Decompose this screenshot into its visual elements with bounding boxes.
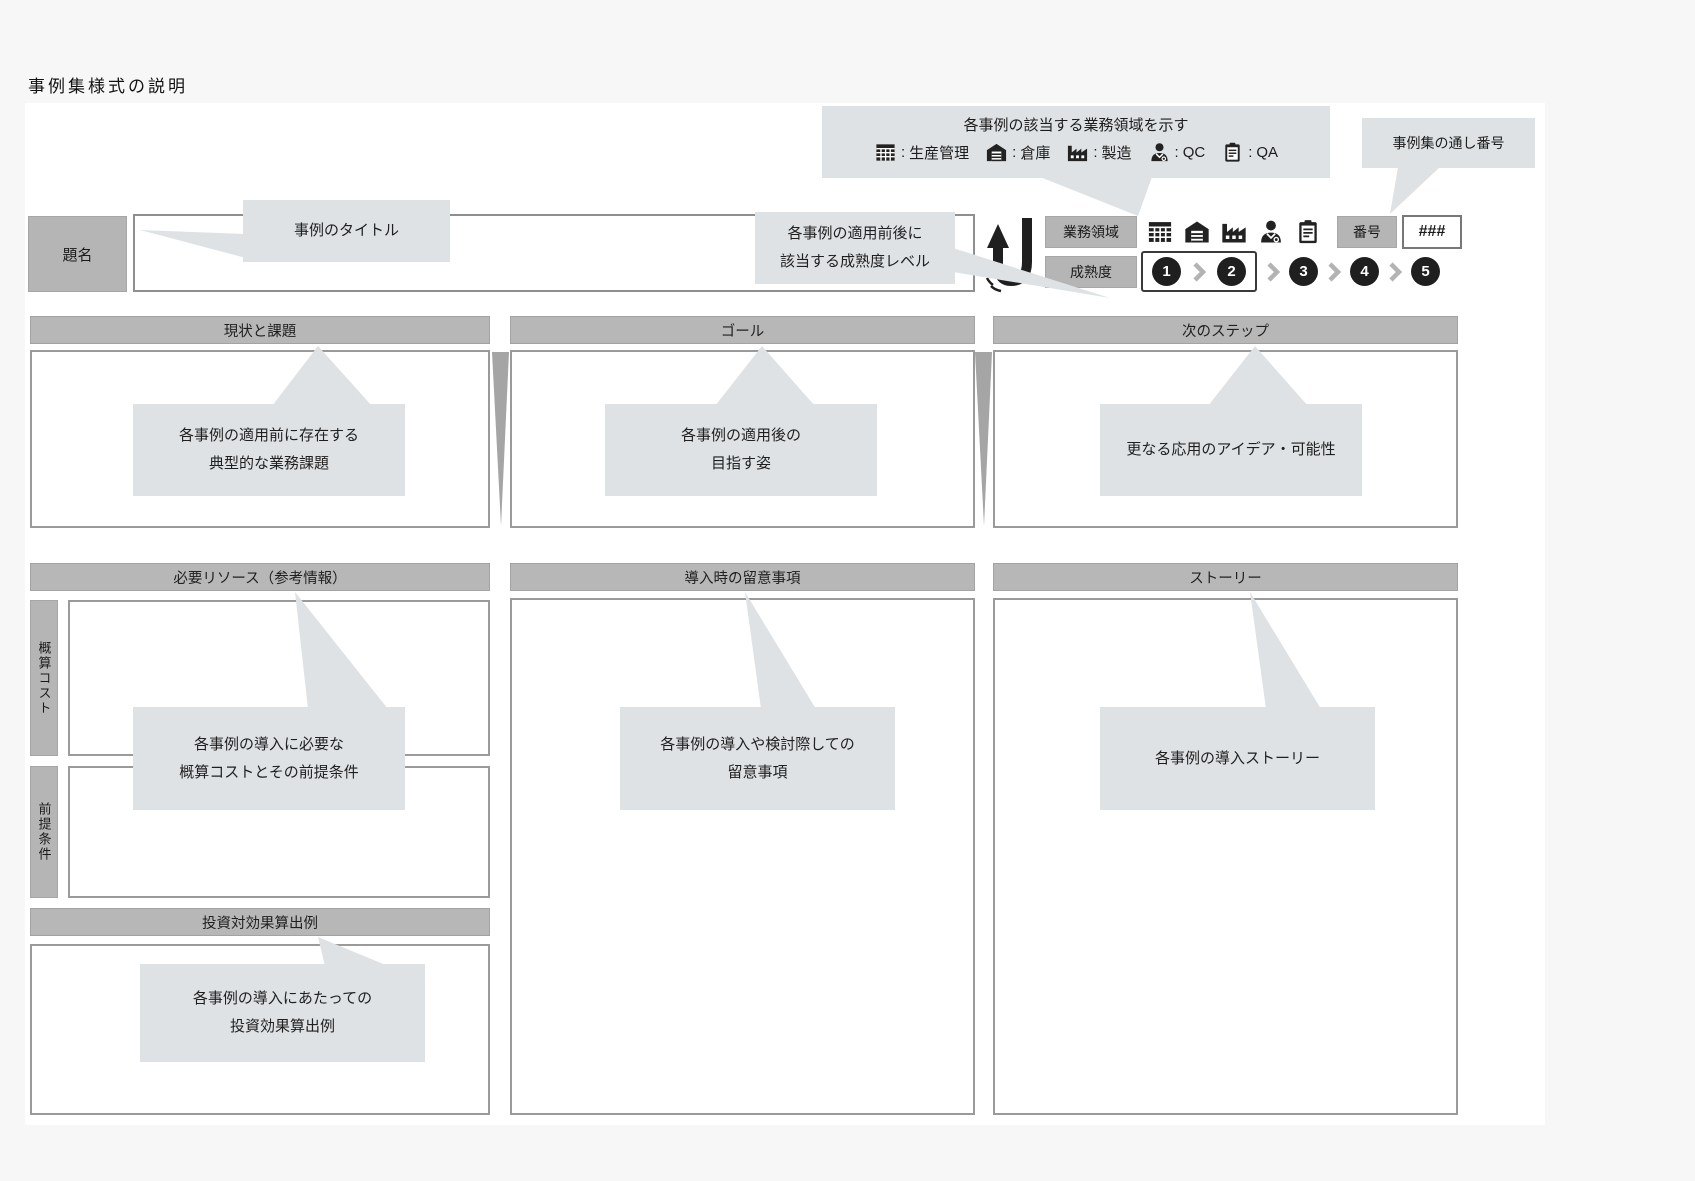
chevron-right-icon: [1191, 261, 1207, 283]
qa-clipboard-icon: [1299, 220, 1317, 244]
qc-person-icon: [1150, 142, 1168, 162]
qc-person-icon: [1260, 219, 1282, 244]
maturity-label: 成熟度: [1045, 256, 1137, 288]
maturity-circle-3: 3: [1289, 257, 1318, 286]
cautions-box: [510, 598, 975, 1115]
goal-callout: 各事例の適用後の 目指す姿: [605, 404, 877, 496]
legend-item: : 生産管理: [874, 141, 969, 164]
cost-callout: 各事例の導入に必要な 概算コストとその前提条件: [133, 707, 405, 810]
legend-separator: :: [1093, 144, 1098, 161]
section-header-resources: 必要リソース（参考情報）: [30, 563, 490, 591]
legend-item: : 製造: [1066, 141, 1132, 164]
case-title-callout: 事例のタイトル: [243, 200, 450, 262]
section-header-current-issues: 現状と課題: [30, 316, 490, 344]
current-issues-callout: 各事例の適用前に存在する 典型的な業務課題: [133, 404, 405, 496]
maturity-circle-5: 5: [1411, 257, 1440, 286]
legend-items-row: : 生産管理 : 倉庫 : 製造 : QC : QA: [822, 141, 1330, 164]
legend-item: : 倉庫: [985, 141, 1050, 164]
chevron-right-icon: [1387, 261, 1403, 283]
qa-clipboard-icon: [1225, 142, 1240, 162]
legend-separator: :: [1012, 144, 1017, 161]
goal-callout-line1: 各事例の適用後の: [680, 427, 801, 445]
legend-separator: :: [900, 144, 906, 161]
section-header-roi: 投資対効果算出例: [30, 908, 490, 936]
serial-number-callout: 事例集の通し番号: [1362, 118, 1535, 168]
legend-item-label: 製造: [1101, 145, 1132, 162]
roi-callout-line2: 投資効果算出例: [229, 1018, 335, 1035]
chevron-right-icon: [1326, 261, 1342, 283]
maturity-callout-line2: 該当する成熟度レベル: [779, 253, 930, 270]
rough-cost-side-label: 概算コスト: [30, 600, 58, 756]
legend-item: : QC: [1148, 141, 1206, 164]
legend-item-label: 倉庫: [1020, 145, 1051, 162]
maturity-level-callout: 各事例の適用前後に 該当する成熟度レベル: [755, 212, 955, 284]
cost-callout-line1: 各事例の導入に必要な: [193, 735, 344, 753]
title-row-label: 題名: [28, 216, 127, 292]
legend-item-label: 生産管理: [909, 145, 970, 162]
story-callout: 各事例の導入ストーリー: [1100, 707, 1375, 810]
maturity-range-box: 1 2: [1141, 251, 1257, 292]
maturity-callout-line1: 各事例の適用前後に: [787, 225, 923, 243]
business-domain-icon-row: [1146, 214, 1322, 250]
chevron-right-icon: [1265, 261, 1281, 283]
section-header-goal: ゴール: [510, 316, 975, 344]
warehouse-icon: [987, 143, 1007, 162]
maturity-level-row: 1 2 3 4 5: [1141, 251, 1440, 292]
caution-callout: 各事例の導入や検討際しての 留意事項: [620, 707, 895, 810]
current-callout-line1: 各事例の適用前に存在する: [178, 427, 359, 445]
number-label: 番号: [1337, 216, 1397, 248]
legend-separator: :: [1174, 144, 1179, 161]
legend-item-label: QC: [1182, 144, 1206, 161]
production-grid-icon: [875, 143, 896, 162]
current-callout-line2: 典型的な業務課題: [208, 455, 329, 472]
case-title-callout-text: 事例のタイトル: [293, 222, 399, 240]
story-box: [993, 598, 1458, 1115]
caution-callout-line2: 留意事項: [727, 763, 788, 781]
next-step-callout: 更なる応用のアイデア・可能性: [1100, 404, 1362, 496]
story-callout-text: 各事例の導入ストーリー: [1154, 749, 1320, 767]
caution-callout-line1: 各事例の導入や検討際しての: [660, 735, 855, 753]
u-turn-arrow-icon: [985, 214, 1039, 303]
warehouse-icon: [1185, 221, 1209, 243]
business-domain-label: 業務領域: [1045, 216, 1137, 248]
roi-callout: 各事例の導入にあたっての 投資効果算出例: [140, 964, 425, 1062]
section-header-story: ストーリー: [993, 563, 1458, 591]
cost-callout-line2: 概算コストとその前提条件: [179, 763, 359, 781]
factory-icon: [1068, 145, 1088, 162]
maturity-circle-4: 4: [1350, 257, 1379, 286]
next-step-callout-text: 更なる応用のアイデア・可能性: [1126, 441, 1336, 459]
legend-item-label: QA: [1256, 144, 1279, 161]
number-placeholder: ###: [1402, 215, 1462, 249]
section-header-next-step: 次のステップ: [993, 316, 1458, 344]
maturity-circle-2: 2: [1217, 257, 1246, 286]
maturity-circle-1: 1: [1152, 257, 1181, 286]
legend-item: : QA: [1221, 141, 1278, 164]
roi-callout-line1: 各事例の導入にあたっての: [192, 990, 373, 1008]
section-header-cautions: 導入時の留意事項: [510, 563, 975, 591]
business-domain-legend-callout: 各事例の該当する業務領域を示す : 生産管理 : 倉庫 : 製造 : QC : …: [822, 106, 1330, 178]
legend-note: 各事例の該当する業務領域を示す: [963, 117, 1189, 134]
legend-separator: :: [1248, 144, 1253, 161]
premise-side-label: 前提条件: [30, 766, 58, 898]
factory-icon: [1222, 223, 1246, 243]
goal-callout-line2: 目指す姿: [710, 455, 771, 472]
production-grid-icon: [1148, 221, 1172, 243]
page-title: 事例集様式の説明: [28, 77, 188, 96]
